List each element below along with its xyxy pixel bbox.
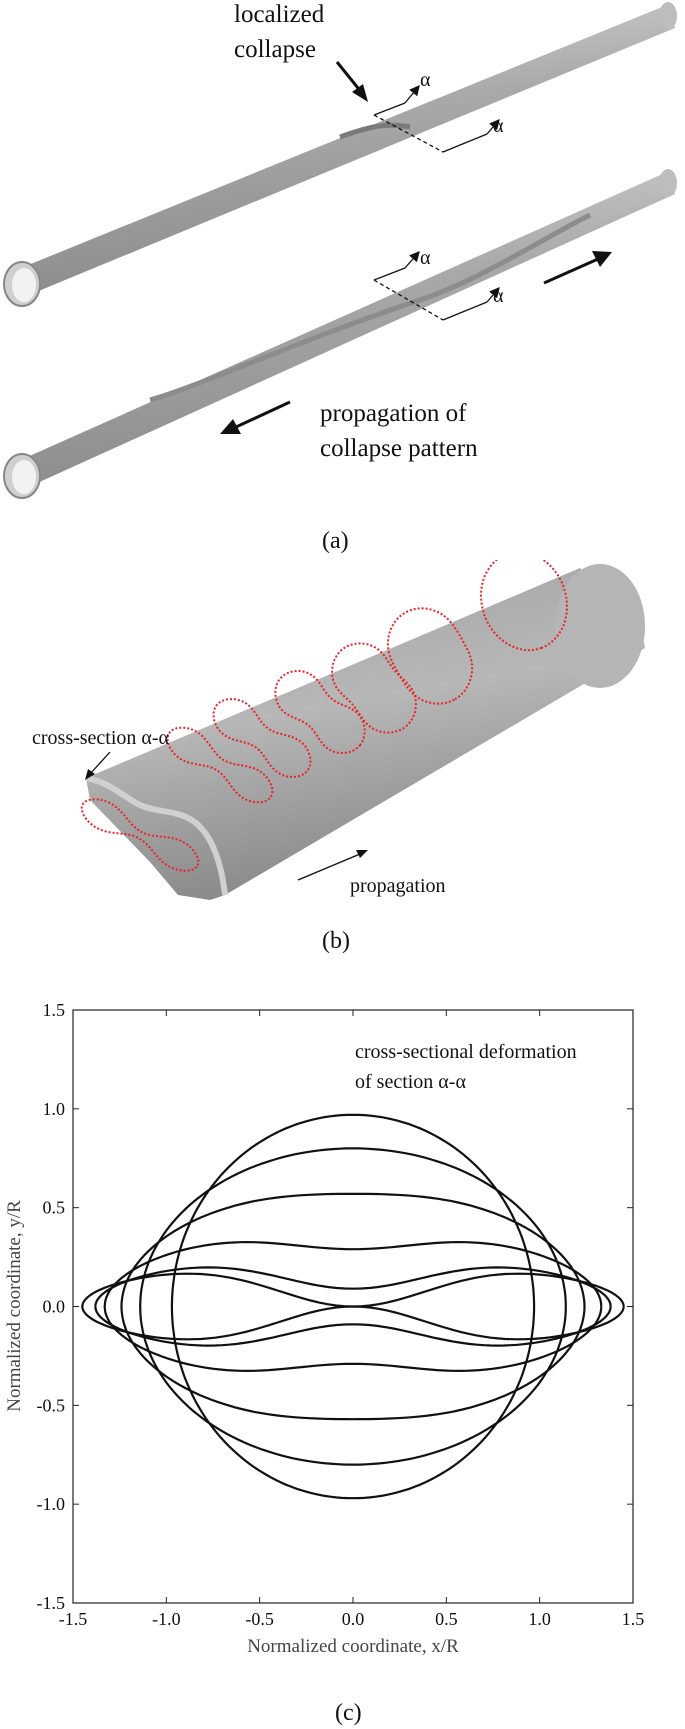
label-cross-section: cross-section α-α <box>32 727 170 749</box>
cross-section-outline-2 <box>386 607 474 705</box>
arrow-localized-collapse <box>335 61 368 102</box>
deformation-curve-5 <box>94 1266 612 1347</box>
panel-b-figure: cross-section α-α propagation (b) <box>32 560 645 954</box>
x-tick-label: 1.0 <box>528 1609 551 1629</box>
caption-c: (c) <box>335 1700 362 1726</box>
label-localized-line1: localized <box>234 1 325 28</box>
cross-section-outline-5 <box>212 698 312 778</box>
y-tick-label: -1.0 <box>37 1494 66 1514</box>
y-tick-label: 0.0 <box>43 1297 66 1317</box>
x-axis-label: Normalized coordinate, x/R <box>247 1636 459 1657</box>
chart-annotation-line1: cross-sectional deformation <box>355 1041 577 1063</box>
arrow-cross-section <box>85 751 111 780</box>
x-tick-label: 0.5 <box>435 1609 458 1629</box>
x-tick-label: 1.5 <box>622 1609 645 1629</box>
arrow-propagation-b <box>297 850 368 881</box>
alpha-bottom-2: α <box>493 285 504 307</box>
arrow-propagation-right <box>543 251 612 285</box>
y-tick-label: 1.0 <box>43 1099 66 1119</box>
y-tick-label: 1.5 <box>43 1000 66 1020</box>
chart-annotation-line2: of section α-α <box>355 1071 466 1093</box>
deformation-curve-2 <box>139 1147 567 1466</box>
panel-c-chart: -1.5 -1.0 -0.5 0.0 0.5 1.0 1.5 -1.5 -1.0 -0.5 0.0 0… <box>4 1000 645 1726</box>
caption-a: (a) <box>322 528 349 554</box>
axis-ticks: -1.5 -1.0 -0.5 0.0 0.5 1.0 1.5 -1.5 -1.0 -0.5 0.0 0… <box>37 1000 645 1629</box>
pipe-top <box>3 2 677 307</box>
alpha-bottom-1: α <box>420 247 431 269</box>
tube-body <box>85 564 645 900</box>
cross-section-outline-3 <box>331 642 417 734</box>
x-tick-label: -1.0 <box>152 1609 181 1629</box>
x-tick-label: 0.0 <box>342 1609 365 1629</box>
label-localized-line2: collapse <box>234 36 316 63</box>
label-propagation-line2: collapse pattern <box>320 435 478 462</box>
cross-section-outline-7 <box>80 798 200 872</box>
alpha-top-1: α <box>420 69 431 91</box>
label-propagation-line1: propagation of <box>320 400 467 427</box>
arrow-propagation-left <box>220 400 291 434</box>
pipe-bottom <box>3 169 677 499</box>
label-propagation-b: propagation <box>350 875 446 897</box>
alpha-top-2: α <box>493 115 504 137</box>
y-tick-label: 0.5 <box>43 1198 66 1218</box>
y-tick-label: -1.5 <box>37 1593 66 1613</box>
cross-section-outline-6 <box>166 726 274 804</box>
deformation-curves <box>81 1113 625 1500</box>
deformation-curve-6 <box>81 1272 625 1341</box>
y-axis-label: Normalized coordinate, y/R <box>4 1200 25 1412</box>
deformation-curve-4 <box>103 1240 603 1373</box>
cross-section-outlines <box>80 560 569 872</box>
x-tick-label: -0.5 <box>245 1609 274 1629</box>
y-tick-label: -0.5 <box>37 1395 66 1415</box>
caption-b: (b) <box>322 928 350 954</box>
deformation-curve-1 <box>170 1113 536 1500</box>
x-tick-label: -1.5 <box>59 1609 88 1629</box>
section-marker-bottom <box>373 251 500 321</box>
deformation-curve-3 <box>120 1192 586 1421</box>
section-marker-top <box>373 84 500 153</box>
panel-a-figure: localized collapse α α α α propagation o… <box>3 1 677 554</box>
